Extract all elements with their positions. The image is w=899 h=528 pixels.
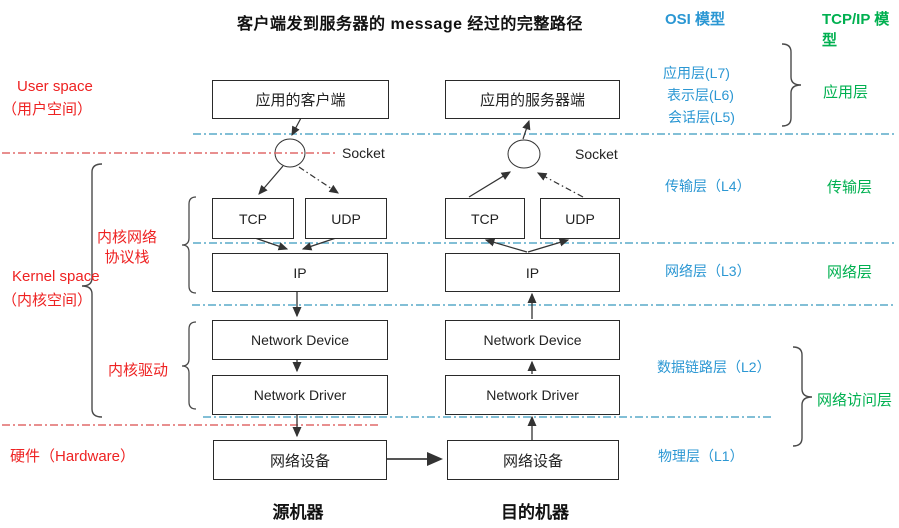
arrow-src-tcp-to-ip bbox=[254, 237, 289, 251]
osi-layer-l7: 应用层(L7) bbox=[663, 65, 730, 81]
source-udp-box: UDP bbox=[305, 198, 387, 239]
kernel-driver-label: 内核驱动 bbox=[108, 362, 169, 379]
arrow-dst-ip-to-udp bbox=[527, 238, 570, 253]
arrow-dst-ip-to-tcp bbox=[484, 238, 528, 253]
dest-ip-box: IP bbox=[445, 253, 620, 292]
dest-app-server-box: 应用的服务器端 bbox=[445, 80, 620, 119]
tcpip-layer-network-access: 网络访问层 bbox=[817, 392, 893, 409]
arrow-src-socket-to-udp bbox=[298, 166, 339, 194]
dest-hardware-device-box: 网络设备 bbox=[447, 440, 619, 480]
dest-udp-box: UDP bbox=[540, 198, 620, 239]
source-socket-label: Socket bbox=[342, 145, 385, 161]
brace-kernel-stack bbox=[181, 196, 197, 294]
user-space-label-zh: （用户空间） bbox=[2, 101, 93, 118]
source-network-driver-box: Network Driver bbox=[212, 375, 388, 415]
kernel-space-label-zh: （内核空间） bbox=[2, 292, 93, 309]
tcpip-layer-network: 网络层 bbox=[827, 264, 873, 281]
osi-layer-l2: 数据链路层（L2） bbox=[657, 359, 771, 375]
tcpip-layer-transport: 传输层 bbox=[827, 179, 873, 196]
dest-network-device-box: Network Device bbox=[445, 320, 620, 360]
page-title: 客户端发到服务器的 message 经过的完整路径 bbox=[237, 16, 583, 33]
kernel-network-stack-label: 内核网络 协议栈 bbox=[95, 228, 159, 268]
osi-model-title: OSI 模型 bbox=[665, 11, 726, 28]
brace-network-access-layer bbox=[792, 346, 813, 447]
source-machine-caption: 源机器 bbox=[272, 503, 324, 522]
dest-network-driver-box: Network Driver bbox=[445, 375, 620, 415]
osi-layer-l1: 物理层（L1） bbox=[658, 448, 744, 464]
osi-layer-l3: 网络层（L3） bbox=[665, 263, 751, 279]
arrow-src-app-to-socket bbox=[291, 117, 302, 137]
kernel-network-stack-line2: 协议栈 bbox=[104, 249, 150, 266]
source-ip-box: IP bbox=[212, 253, 388, 292]
brace-kernel-space bbox=[81, 163, 103, 418]
arrow-src-socket-to-tcp bbox=[258, 165, 284, 195]
hardware-label: 硬件（Hardware） bbox=[10, 448, 136, 465]
arrow-dst-socket-to-app bbox=[522, 119, 531, 140]
arrow-src-udp-to-ip bbox=[301, 237, 337, 251]
kernel-network-stack-line1: 内核网络 bbox=[96, 229, 157, 246]
dest-socket-label: Socket bbox=[575, 146, 618, 162]
osi-layer-l5: 会话层(L5) bbox=[668, 109, 735, 125]
user-space-label-en: User space bbox=[17, 78, 93, 95]
brace-osi-app-layers bbox=[781, 43, 802, 127]
source-app-client-box: 应用的客户端 bbox=[212, 80, 389, 119]
osi-layer-l6: 表示层(L6) bbox=[667, 87, 734, 103]
dest-machine-caption: 目的机器 bbox=[501, 503, 569, 522]
source-hardware-device-box: 网络设备 bbox=[213, 440, 387, 480]
arrow-dst-tcp-to-socket bbox=[468, 171, 512, 198]
osi-layer-l4: 传输层（L4） bbox=[665, 178, 751, 194]
kernel-space-label-en: Kernel space bbox=[12, 268, 100, 285]
dest-tcp-box: TCP bbox=[445, 198, 525, 239]
dest-socket-circle bbox=[507, 139, 541, 169]
tcpip-model-title: TCP/IP 模型 bbox=[822, 11, 890, 49]
source-tcp-box: TCP bbox=[212, 198, 294, 239]
brace-kernel-driver bbox=[181, 321, 197, 410]
source-network-device-box: Network Device bbox=[212, 320, 388, 360]
tcpip-layer-application: 应用层 bbox=[823, 84, 869, 101]
arrow-dst-udp-to-socket bbox=[536, 172, 584, 198]
